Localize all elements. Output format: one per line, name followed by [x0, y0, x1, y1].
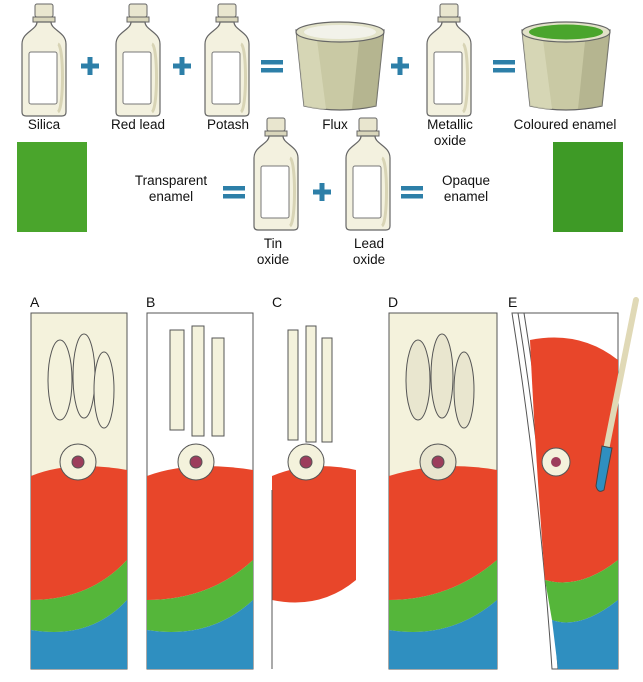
label-lead-oxide: Lead oxide	[352, 236, 386, 267]
pot-icon	[521, 21, 611, 111]
bottle-icon	[252, 116, 300, 232]
label-transparent-enamel: Transparent enamel	[134, 173, 208, 204]
panel-letter-e: E	[508, 294, 518, 310]
label-metallic-oxide: Metallic oxide	[427, 117, 473, 148]
label-red-lead: Red lead	[110, 117, 166, 132]
bottle-icon	[425, 2, 473, 118]
bottle-icon	[344, 116, 392, 232]
equals-icon	[223, 186, 245, 199]
equals-icon	[493, 60, 515, 73]
panel-letter-b: B	[146, 294, 156, 310]
bottle-icon	[114, 2, 162, 118]
equals-icon	[401, 186, 423, 199]
plus-icon	[173, 57, 191, 75]
transparent-enamel-swatch	[17, 142, 87, 232]
equals-icon	[261, 60, 283, 73]
label-coloured-enamel: Coloured enamel	[513, 117, 617, 132]
label-opaque-enamel: Opaque enamel	[441, 173, 491, 204]
plus-icon	[391, 57, 409, 75]
opaque-enamel-swatch	[553, 142, 623, 232]
bottle-icon	[203, 2, 251, 118]
plus-icon	[81, 57, 99, 75]
label-flux: Flux	[322, 117, 348, 132]
panel-c	[271, 313, 356, 669]
bottle-icon	[20, 2, 68, 118]
plus-icon	[313, 183, 331, 201]
panel-letter-c: C	[272, 294, 283, 310]
panel-letter-d: D	[388, 294, 399, 310]
panel-b	[146, 312, 254, 670]
panel-letter-a: A	[30, 294, 40, 310]
brush-icon	[595, 297, 639, 492]
panel-e	[511, 297, 639, 670]
pot-icon	[295, 21, 385, 111]
label-silica: Silica	[27, 117, 61, 132]
panel-a	[30, 312, 128, 670]
panel-d	[388, 312, 498, 670]
label-tin-oxide: Tin oxide	[256, 236, 290, 267]
label-potash: Potash	[206, 117, 250, 132]
